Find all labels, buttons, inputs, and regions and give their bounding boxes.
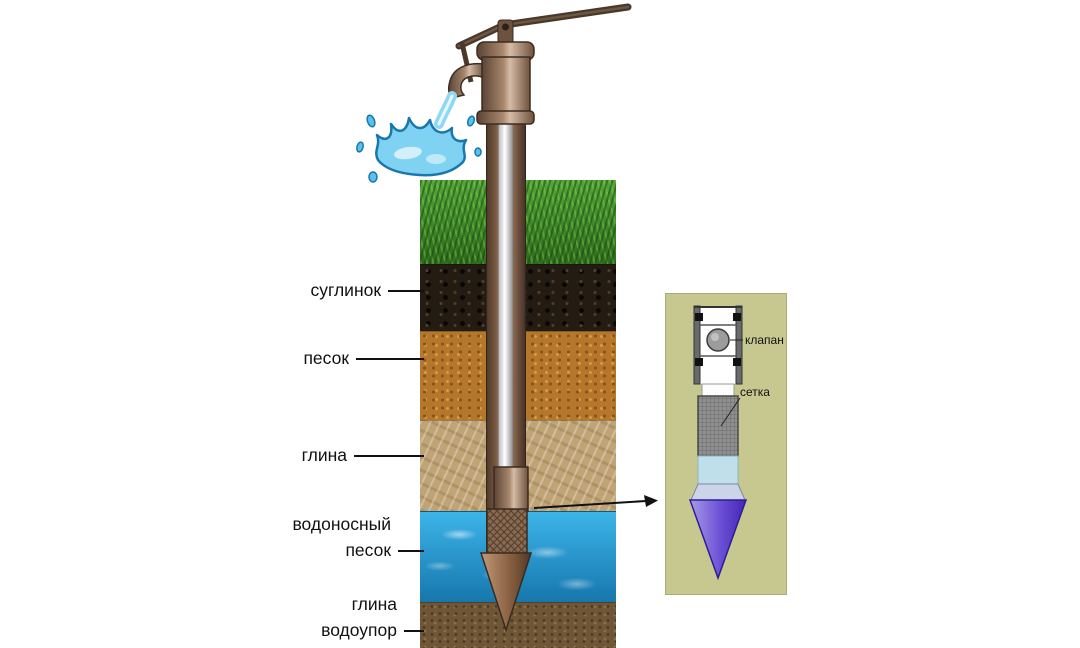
well-cone-tip bbox=[479, 552, 533, 633]
label-loam-text: суглинок bbox=[310, 280, 381, 300]
water-splash bbox=[356, 91, 482, 183]
label-loam: суглинок bbox=[310, 279, 424, 301]
layer-aquitard bbox=[420, 602, 616, 648]
splash-droplet bbox=[466, 115, 476, 127]
inset-valve bbox=[695, 313, 741, 366]
pump-spout bbox=[447, 62, 485, 99]
well-tip-assembly bbox=[479, 466, 533, 633]
label-aquifer-text: водоносный песок bbox=[292, 511, 391, 563]
inset-valve-ball bbox=[706, 328, 730, 352]
inset-valve-bolt bbox=[695, 358, 703, 366]
detail-arrow bbox=[533, 495, 658, 509]
label-aquifer-line2: песок bbox=[345, 540, 391, 560]
pump-handle bbox=[455, 3, 632, 50]
inset-valve-bolt bbox=[733, 313, 741, 321]
splash-blob bbox=[375, 116, 468, 177]
inset-valve-bolt bbox=[733, 358, 741, 366]
detail-arrow-line bbox=[533, 500, 647, 509]
inset-valve-ball-highlight bbox=[711, 333, 719, 341]
mesh-pointer-line bbox=[720, 397, 741, 427]
inset-label-mesh: сетка bbox=[740, 385, 770, 399]
inset-cone-flare bbox=[690, 483, 746, 501]
inset-label-valve: клапан bbox=[745, 333, 784, 347]
hand-pump bbox=[447, 3, 632, 125]
water-stream-highlight bbox=[437, 94, 454, 126]
label-sand: песок bbox=[303, 347, 424, 369]
label-aquitard-tick-line bbox=[404, 629, 424, 632]
label-aquifer-tick-line bbox=[398, 549, 424, 552]
inset-lower-pipe bbox=[697, 455, 739, 485]
splash-highlight bbox=[394, 146, 422, 160]
label-aquitard-text: глина водоупор bbox=[321, 591, 397, 643]
pump-pivot-bolt bbox=[502, 23, 509, 31]
splash-highlight-2 bbox=[426, 154, 446, 164]
inset-pointer-lines bbox=[720, 339, 743, 427]
label-aquitard: глина водоупор bbox=[321, 591, 424, 643]
label-clay: глина bbox=[302, 444, 424, 466]
splash-droplet bbox=[356, 141, 364, 153]
splash-droplet bbox=[368, 171, 378, 183]
inset-mesh bbox=[697, 395, 739, 457]
inset-mesh-texture bbox=[698, 396, 738, 456]
inset-drawing bbox=[688, 305, 748, 581]
label-clay-text: глина bbox=[301, 445, 347, 465]
pump-base-flange bbox=[476, 110, 535, 125]
label-aquitard-line1: глина bbox=[351, 594, 397, 614]
pump-body bbox=[481, 56, 531, 116]
detail-arrow-head bbox=[644, 495, 658, 507]
label-loam-tick-line bbox=[388, 289, 424, 292]
inset-valve-bolt bbox=[695, 313, 703, 321]
inset-casing bbox=[693, 305, 743, 385]
detail-inset: клапан сетка bbox=[665, 293, 787, 595]
inset-cone-tip bbox=[688, 499, 748, 581]
label-sand-tick-line bbox=[356, 357, 424, 360]
label-aquitard-line2: водоупор bbox=[321, 620, 397, 640]
splash-droplet bbox=[366, 114, 376, 128]
filter-mesh-texture bbox=[487, 509, 527, 555]
label-aquifer-line1: водоносный bbox=[292, 514, 391, 534]
pipe-coupling bbox=[493, 466, 529, 512]
splash-droplet bbox=[474, 147, 482, 157]
inset-neck bbox=[701, 383, 735, 397]
label-aquifer-sand: водоносный песок bbox=[292, 511, 424, 563]
label-sand-text: песок bbox=[303, 348, 349, 368]
label-clay-tick-line bbox=[354, 454, 424, 457]
